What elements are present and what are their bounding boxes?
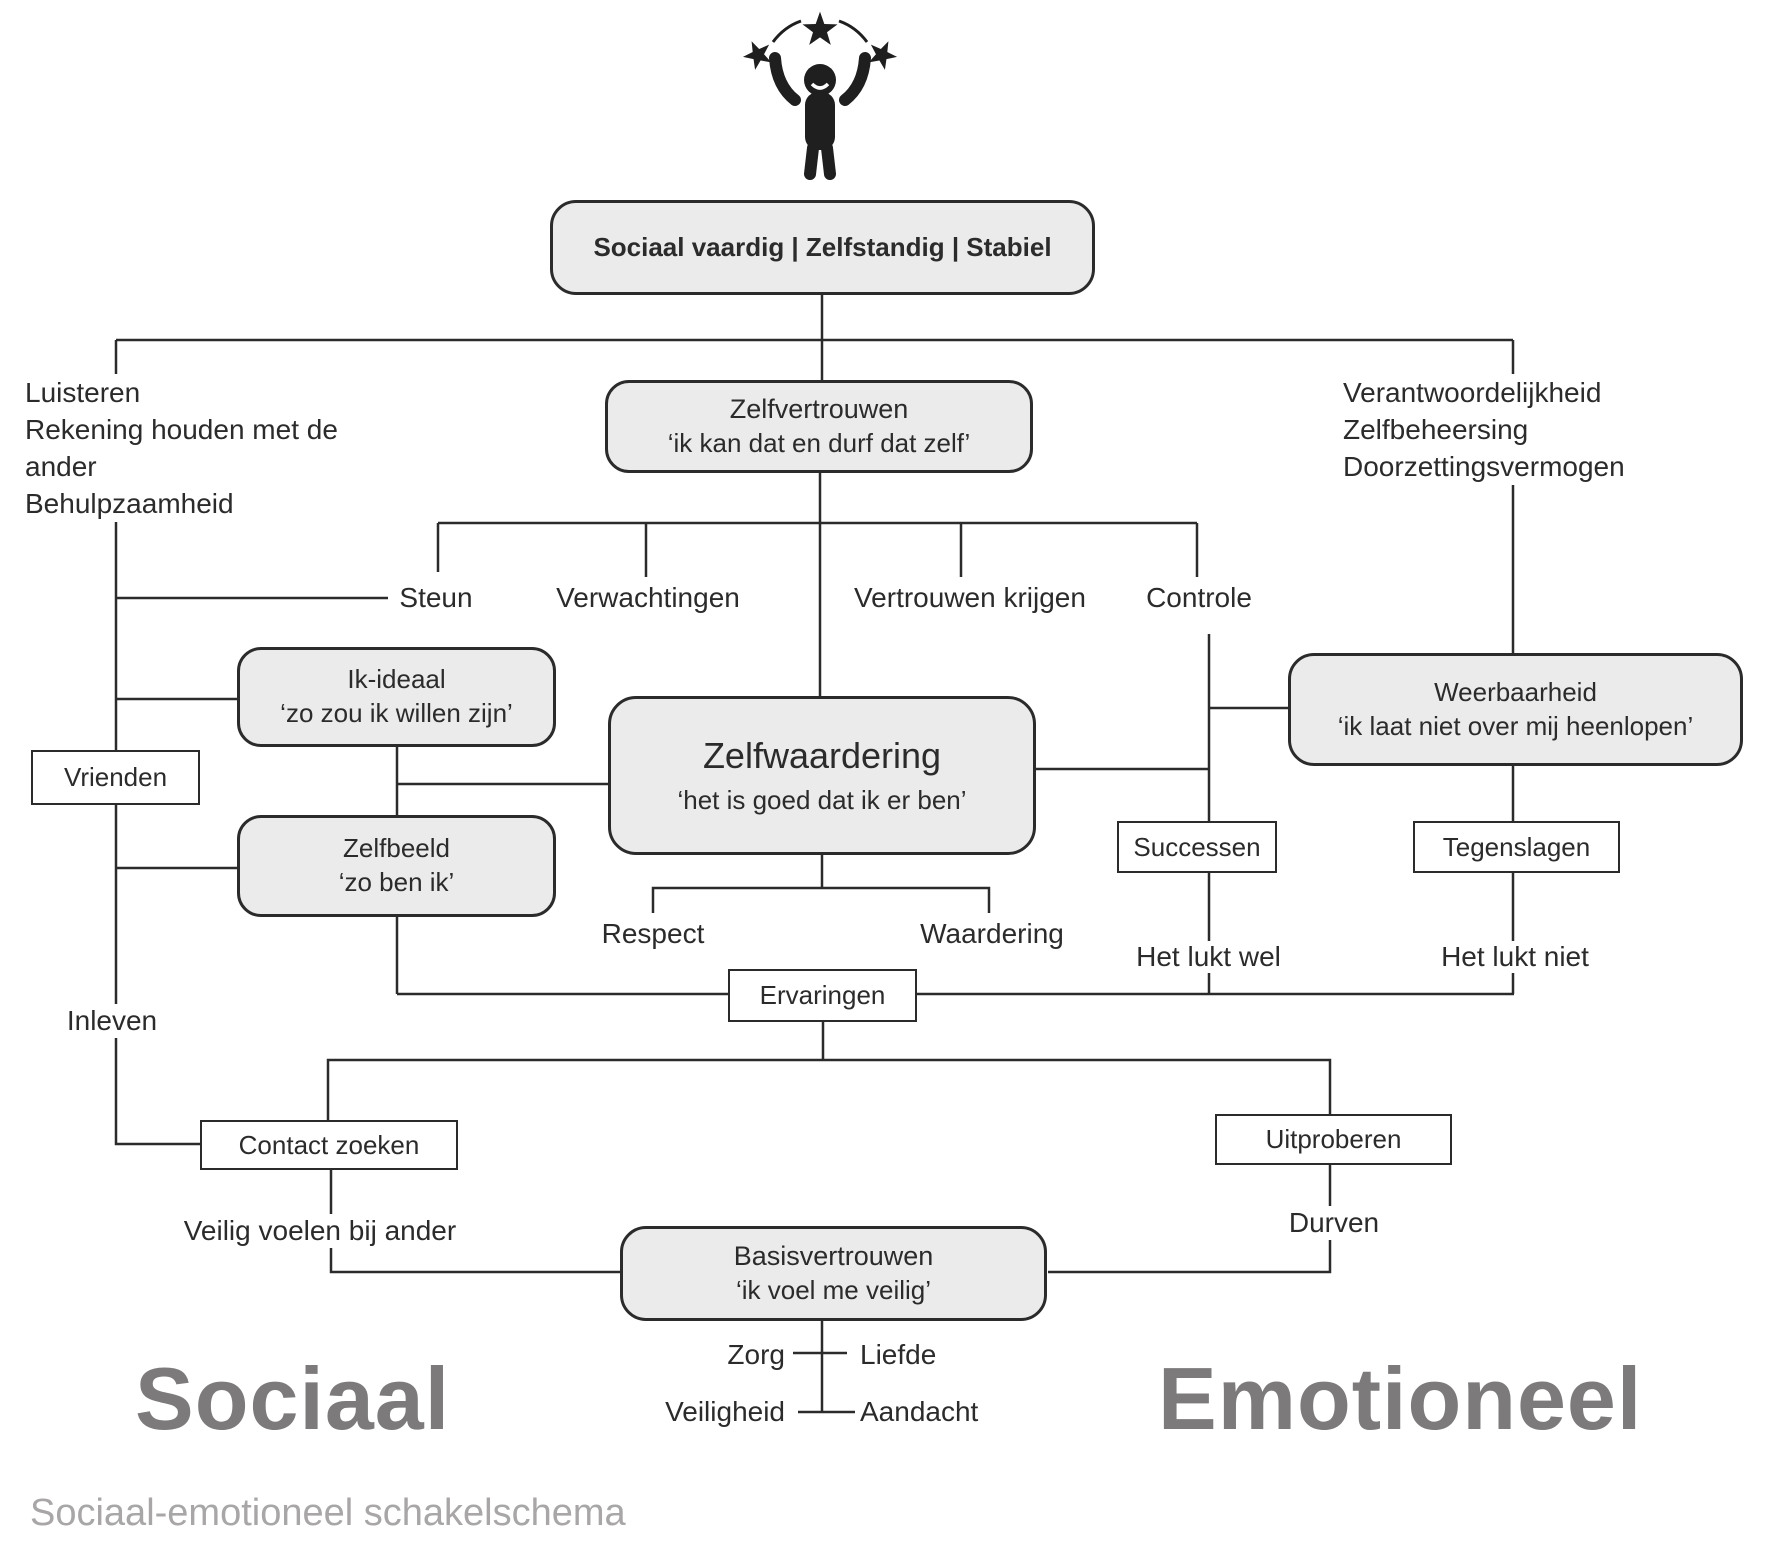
trait-rekening-houden: Rekening houden met de ander [25, 414, 338, 482]
trait-doorzettingsvermogen: Doorzettingsvermogen [1343, 451, 1625, 482]
basisvertrouwen-subtitle: ‘ik voel me veilig’ [735, 1275, 932, 1306]
zelfwaardering-subtitle: ‘het is goed dat ik er ben’ [677, 785, 967, 815]
weerbaarheid-subtitle: ‘ik laat niet over mij heenlopen’ [1337, 710, 1694, 741]
label-inleven: Inleven [60, 1004, 164, 1038]
left-traits-list: Luisteren Rekening houden met de ander B… [25, 374, 387, 522]
weerbaarheid-title: Weerbaarheid [1434, 676, 1597, 707]
label-veilig-voelen: Veilig voelen bij ander [160, 1214, 480, 1248]
node-top-banner: Sociaal vaardig | Zelfstandig | Stabiel [550, 200, 1095, 295]
person-with-stars-icon [738, 11, 902, 180]
top-banner-label: Sociaal vaardig | Zelfstandig | Stabiel [593, 231, 1052, 262]
node-uitproberen: Uitproberen [1215, 1114, 1452, 1165]
trait-luisteren: Luisteren [25, 377, 141, 408]
zone-label-emotioneel: Emotioneel [1158, 1349, 1643, 1448]
label-zorg: Zorg [727, 1339, 785, 1370]
trait-zelfbeheersing: Zelfbeheersing [1343, 414, 1529, 445]
node-contact-zoeken: Contact zoeken [200, 1120, 458, 1170]
label-veiligheid: Veiligheid [665, 1396, 785, 1427]
label-vertrouwen-krijgen: Vertrouwen krijgen [854, 582, 1086, 613]
label-liefde: Liefde [860, 1339, 937, 1370]
zelfbeeld-subtitle: ‘zo ben ik’ [338, 867, 455, 897]
zelfvertrouwen-title: Zelfvertrouwen [729, 394, 909, 425]
label-het-lukt-niet: Het lukt niet [1425, 941, 1605, 973]
label-steun: Steun [399, 582, 473, 613]
zelfvertrouwen-subtitle: ‘ik kan dat en durf dat zelf’ [667, 428, 971, 459]
label-durven: Durven [1278, 1206, 1390, 1240]
label-verwachtingen: Verwachtingen [556, 582, 740, 613]
node-ik-ideaal: Ik-ideaal ‘zo zou ik willen zijn’ [237, 647, 556, 747]
basisvertrouwen-title: Basisvertrouwen [733, 1241, 934, 1272]
node-successen: Successen [1117, 821, 1277, 873]
node-basisvertrouwen: Basisvertrouwen ‘ik voel me veilig’ [620, 1226, 1047, 1321]
zelfbeeld-title: Zelfbeeld [343, 833, 450, 864]
label-controle: Controle [1146, 582, 1252, 613]
label-respect: Respect [601, 918, 705, 949]
node-tegenslagen: Tegenslagen [1413, 821, 1620, 873]
node-zelfbeeld: Zelfbeeld ‘zo ben ik’ [237, 815, 556, 917]
node-vrienden: Vrienden [31, 750, 200, 805]
node-weerbaarheid: Weerbaarheid ‘ik laat niet over mij heen… [1288, 653, 1743, 766]
node-zelfwaardering: Zelfwaardering ‘het is goed dat ik er be… [608, 696, 1036, 855]
diagram-caption: Sociaal-emotioneel schakelschema [30, 1492, 626, 1534]
label-waardering: Waardering [920, 918, 1064, 949]
node-zelfvertrouwen: Zelfvertrouwen ‘ik kan dat en durf dat z… [605, 380, 1033, 473]
trait-verantwoordelijkheid: Verantwoordelijkheid [1343, 377, 1602, 408]
node-ervaringen: Ervaringen [728, 969, 917, 1022]
label-het-lukt-wel: Het lukt wel [1121, 941, 1296, 973]
ik-ideaal-subtitle: ‘zo zou ik willen zijn’ [280, 698, 513, 728]
trait-behulpzaamheid: Behulpzaamheid [25, 488, 234, 519]
zelfwaardering-title: Zelfwaardering [702, 735, 942, 777]
ik-ideaal-title: Ik-ideaal [347, 664, 446, 695]
label-aandacht: Aandacht [860, 1396, 979, 1427]
zone-label-sociaal: Sociaal [135, 1349, 451, 1448]
right-traits-list: Verantwoordelijkheid Zelfbeheersing Door… [1343, 374, 1673, 485]
